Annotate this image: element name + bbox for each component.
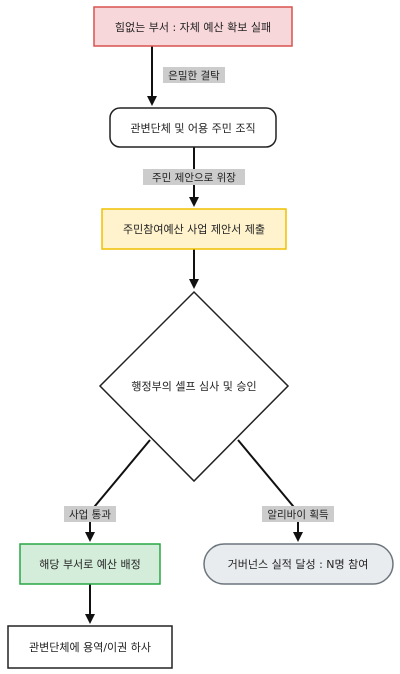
node-start: 힘없는 부서 : 자체 예산 확보 실패 <box>93 6 293 47</box>
edge-label-alibi: 알리바이 획득 <box>262 506 334 522</box>
edge-label-pass: 사업 통과 <box>64 506 116 522</box>
node-allocate: 해당 부서로 예산 배정 <box>19 543 161 585</box>
svg-text:관변단체 및 어용 주민 조직: 관변단체 및 어용 주민 조직 <box>130 122 255 135</box>
node-proposal: 주민참여예산 사업 제안서 제출 <box>101 208 287 250</box>
edge-review-to-allocate <box>85 439 151 542</box>
edge-label-disguise: 주민 제안으로 위장 <box>143 169 245 185</box>
node-collusion: 관변단체 및 어용 주민 조직 <box>109 107 277 148</box>
svg-text:알리바이 획득: 알리바이 획득 <box>267 509 329 521</box>
node-alibi: 거버넌스 실적 달성 : N명 참여 <box>203 543 394 585</box>
svg-text:힘없는 부서 : 자체 예산 확보 실패: 힘없는 부서 : 자체 예산 확보 실패 <box>115 21 271 34</box>
edge-label-collusion: 은밀한 결탁 <box>163 67 225 83</box>
svg-text:은밀한 결탁: 은밀한 결탁 <box>168 70 220 82</box>
svg-text:주민참여예산 사업 제안서 제출: 주민참여예산 사업 제안서 제출 <box>123 223 265 236</box>
svg-text:거버넌스 실적 달성 : N명 참여: 거버넌스 실적 달성 : N명 참여 <box>228 558 369 571</box>
svg-text:관변단체에 용역/이권 하사: 관변단체에 용역/이권 하사 <box>29 640 151 654</box>
svg-text:주민 제안으로 위장: 주민 제안으로 위장 <box>152 171 236 184</box>
node-subcontract: 관변단체에 용역/이권 하사 <box>7 625 173 669</box>
edge-review-to-alibi <box>237 439 303 542</box>
svg-text:해당 부서로 예산 배정: 해당 부서로 예산 배정 <box>39 557 141 571</box>
svg-text:사업 통과: 사업 통과 <box>69 508 111 521</box>
svg-text:행정부의 셀프 심사 및 승인: 행정부의 셀프 심사 및 승인 <box>131 380 256 393</box>
node-review: 행정부의 셀프 심사 및 승인 <box>98 290 290 483</box>
